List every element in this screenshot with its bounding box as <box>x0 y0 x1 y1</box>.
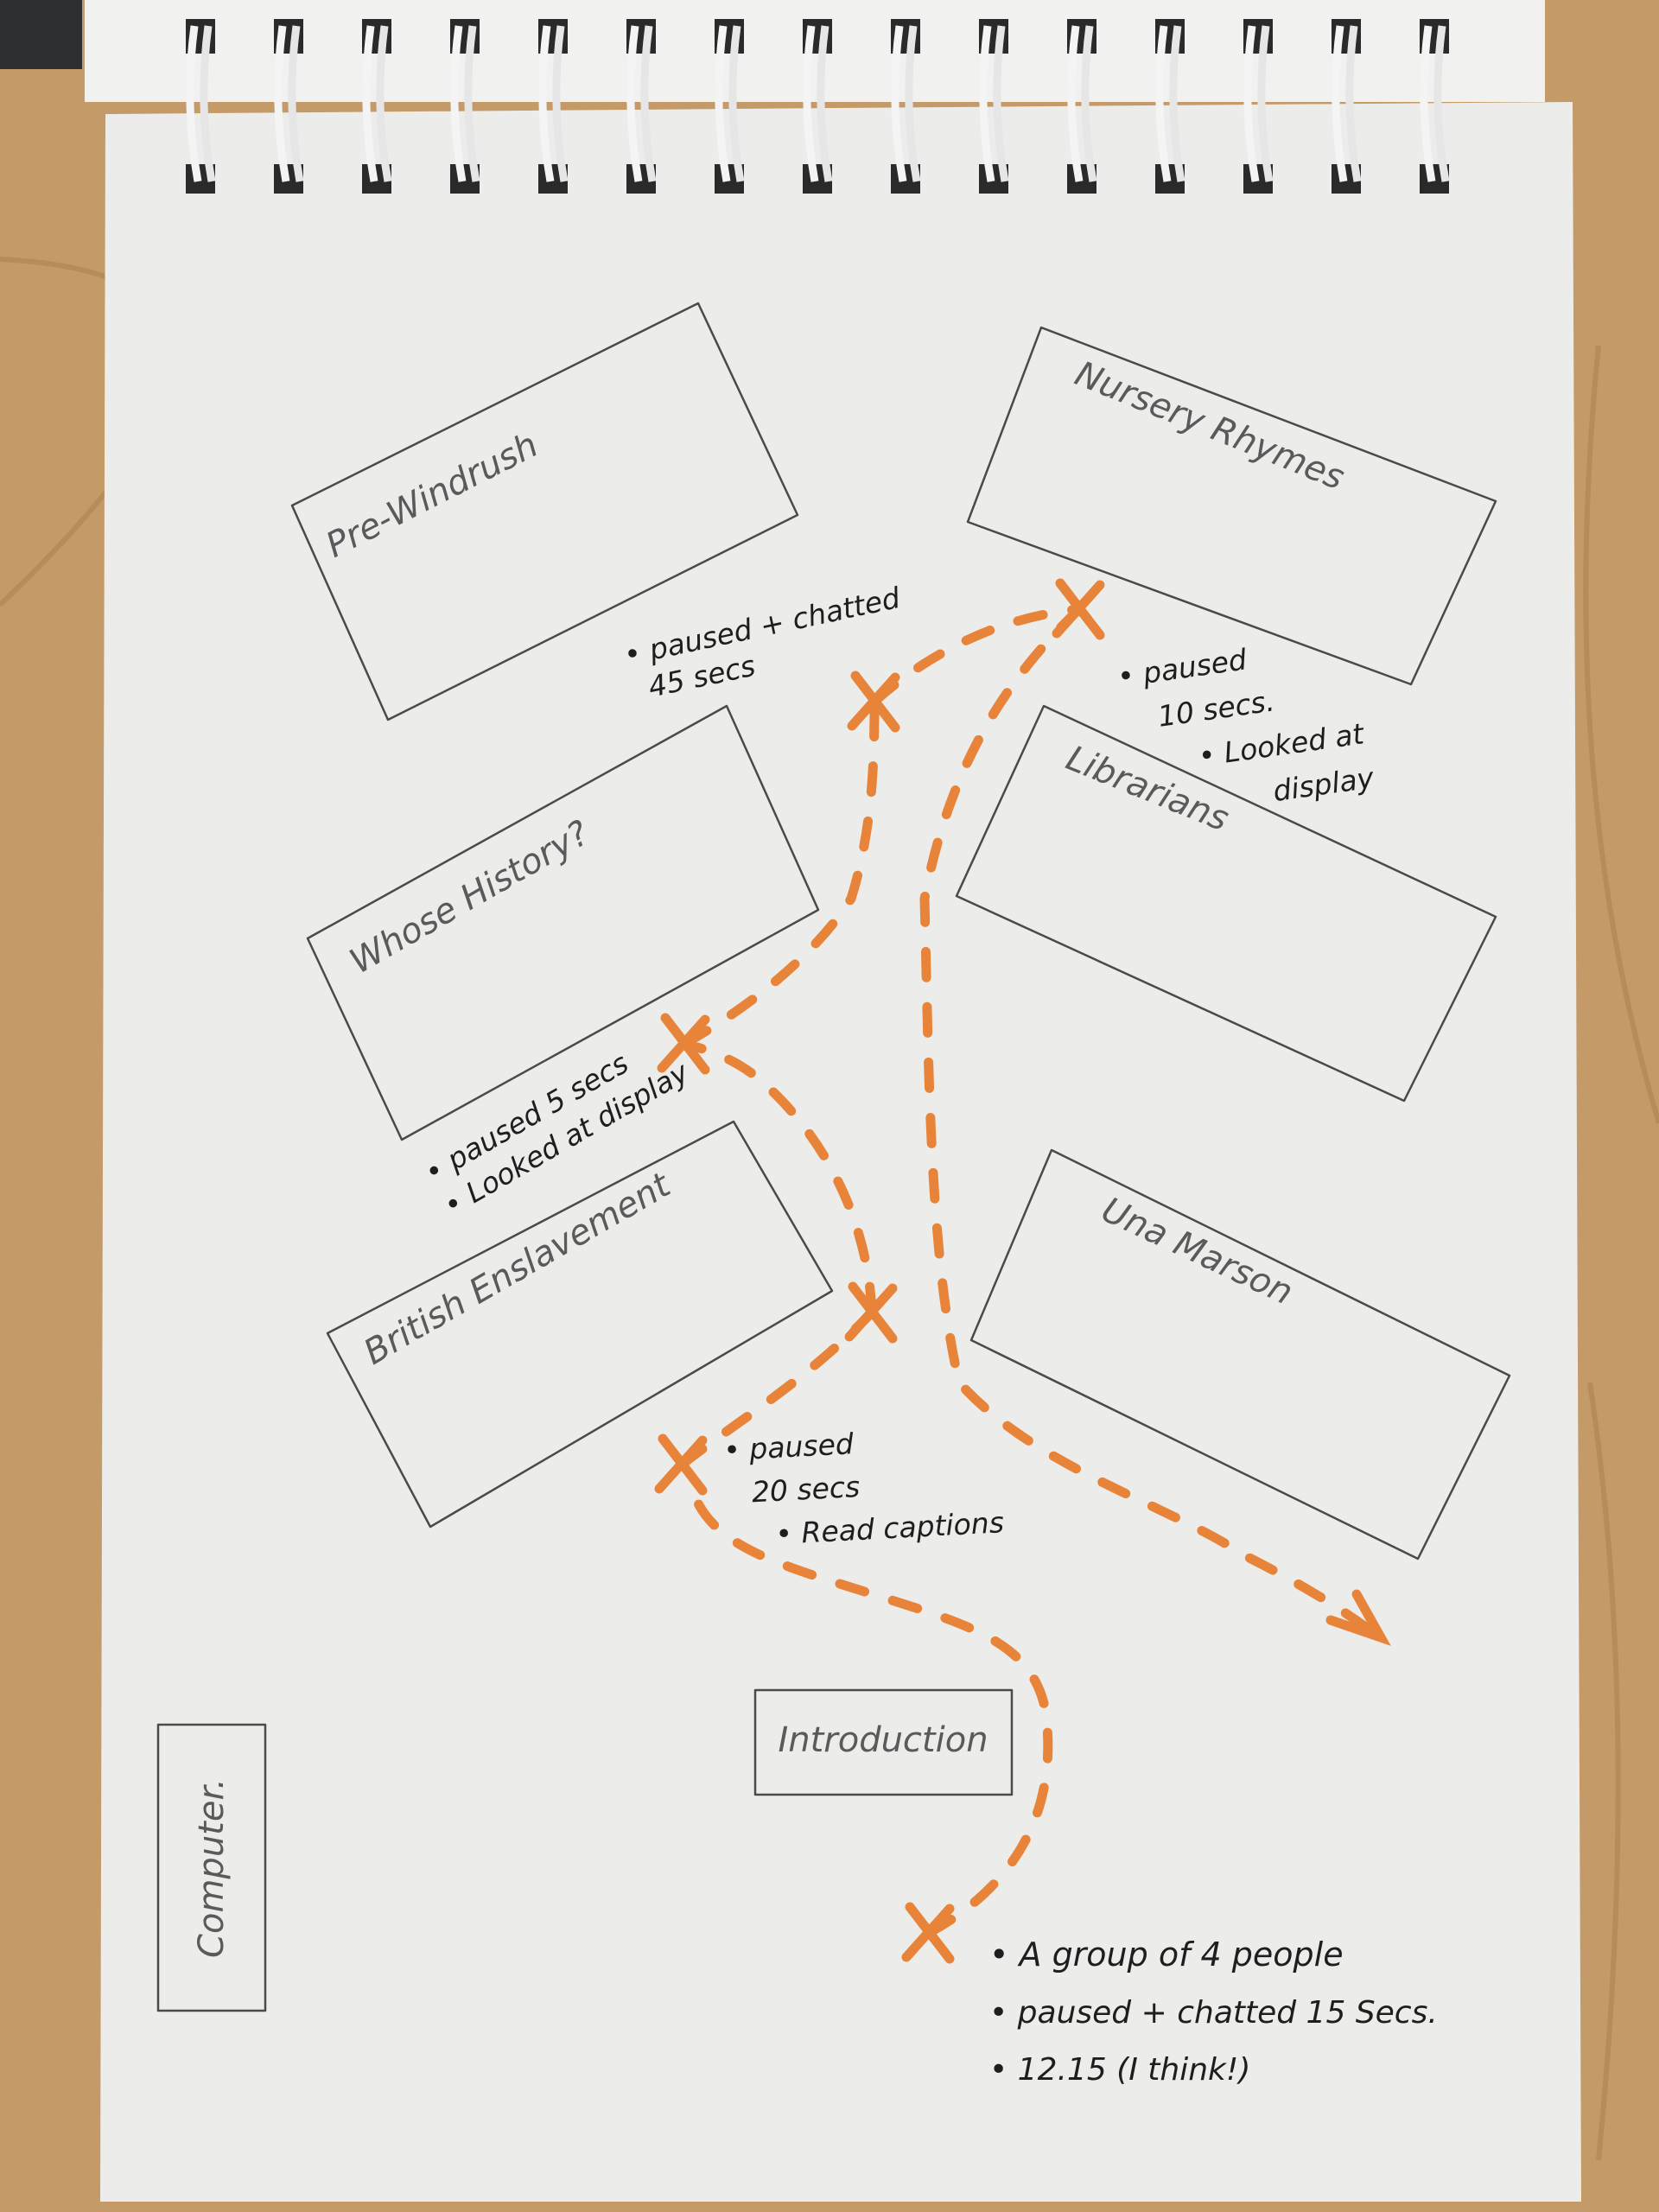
exhibit-introduction: Introduction <box>753 1688 1014 1796</box>
spiral-ring <box>626 19 657 194</box>
spiral-ring <box>538 19 569 194</box>
annotation-line: • 12.15 (I think!) <box>989 2052 1250 2088</box>
spiral-ring <box>450 19 480 194</box>
spiral-ring <box>362 19 392 194</box>
annotation-introduction: • A group of 4 people • paused + chatted… <box>989 1936 1438 2088</box>
spiral-binding <box>186 19 1450 194</box>
annotation-line: • paused <box>722 1427 855 1467</box>
annotation-line: • paused + chatted 15 Secs. <box>989 1995 1438 2031</box>
stop-x-icon <box>654 1433 708 1496</box>
spiral-ring <box>1067 19 1097 194</box>
stop-x-icon <box>1052 578 1105 640</box>
stop-markers <box>654 578 1105 1964</box>
stop-x-icon <box>844 1281 898 1344</box>
paper-sheet <box>100 102 1581 2202</box>
spiral-ring <box>1243 19 1274 194</box>
stop-x-icon <box>901 1902 955 1964</box>
spiral-ring <box>1155 19 1185 194</box>
annotation-line: 20 secs <box>751 1470 861 1510</box>
spiral-ring <box>715 19 745 194</box>
spiral-ring <box>891 19 921 194</box>
annotation-line: • A group of 4 people <box>989 1936 1344 1974</box>
exhibit-label: Computer. <box>192 1778 232 1958</box>
visitor-route-path <box>677 604 1379 1938</box>
exhibit-label: Introduction <box>778 1720 988 1760</box>
spiral-ring <box>979 19 1009 194</box>
spiral-ring <box>186 19 216 194</box>
spiral-ring <box>803 19 833 194</box>
spiral-ring <box>1332 19 1362 194</box>
stop-x-icon <box>657 1013 710 1075</box>
stop-x-icon <box>847 671 900 733</box>
route-arrowhead-icon <box>1325 1589 1391 1646</box>
spiral-ring <box>274 19 304 194</box>
exhibit-computer: Computer. <box>156 1723 267 2012</box>
spiral-ring <box>1420 19 1450 194</box>
